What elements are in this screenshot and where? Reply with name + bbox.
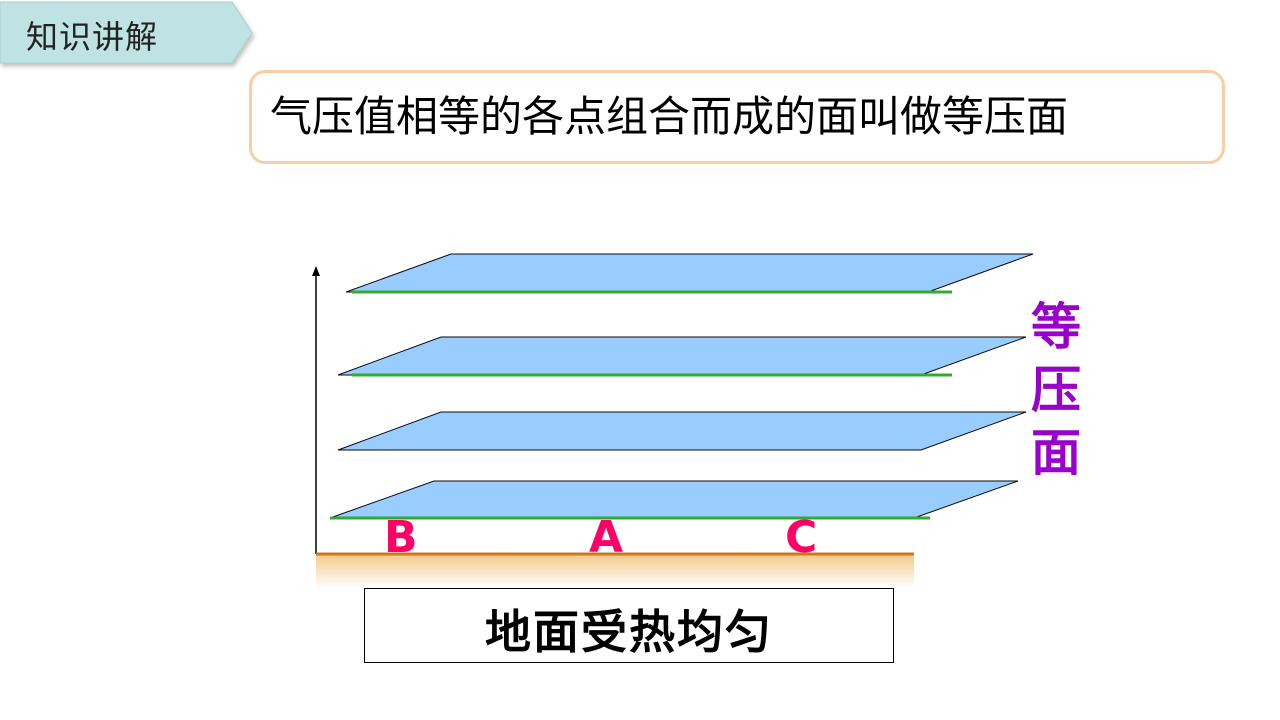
definition-text: 气压值相等的各点组合而成的面叫做等压面 [270,92,1069,141]
definition-box: 气压值相等的各点组合而成的面叫做等压面 [249,70,1225,164]
isobaric-label-char-1: 等 [1031,298,1081,356]
point-label-a: A [589,512,624,563]
ground-caption-box: 地面受热均匀 [364,588,894,663]
isobaric-label-char-2: 压 [1031,361,1081,419]
section-tag-shape [0,1,253,64]
isobaric-label-char-3: 面 [1031,424,1081,482]
isobaric-surface-label: 等 压 面 [1026,296,1086,485]
isobaric-plane-4 [329,480,1019,520]
ground-caption: 地面受热均匀 [485,605,773,659]
isobaric-plane-1 [345,253,1034,294]
ground-gradient [316,554,914,588]
isobaric-plane-2 [337,336,1027,377]
point-label-c: C [785,512,818,563]
isobaric-plane-3 [337,411,1027,451]
section-tag-label: 知识讲解 [26,18,159,56]
height-axis-arrow [312,266,320,276]
point-label-b: B [384,512,418,563]
